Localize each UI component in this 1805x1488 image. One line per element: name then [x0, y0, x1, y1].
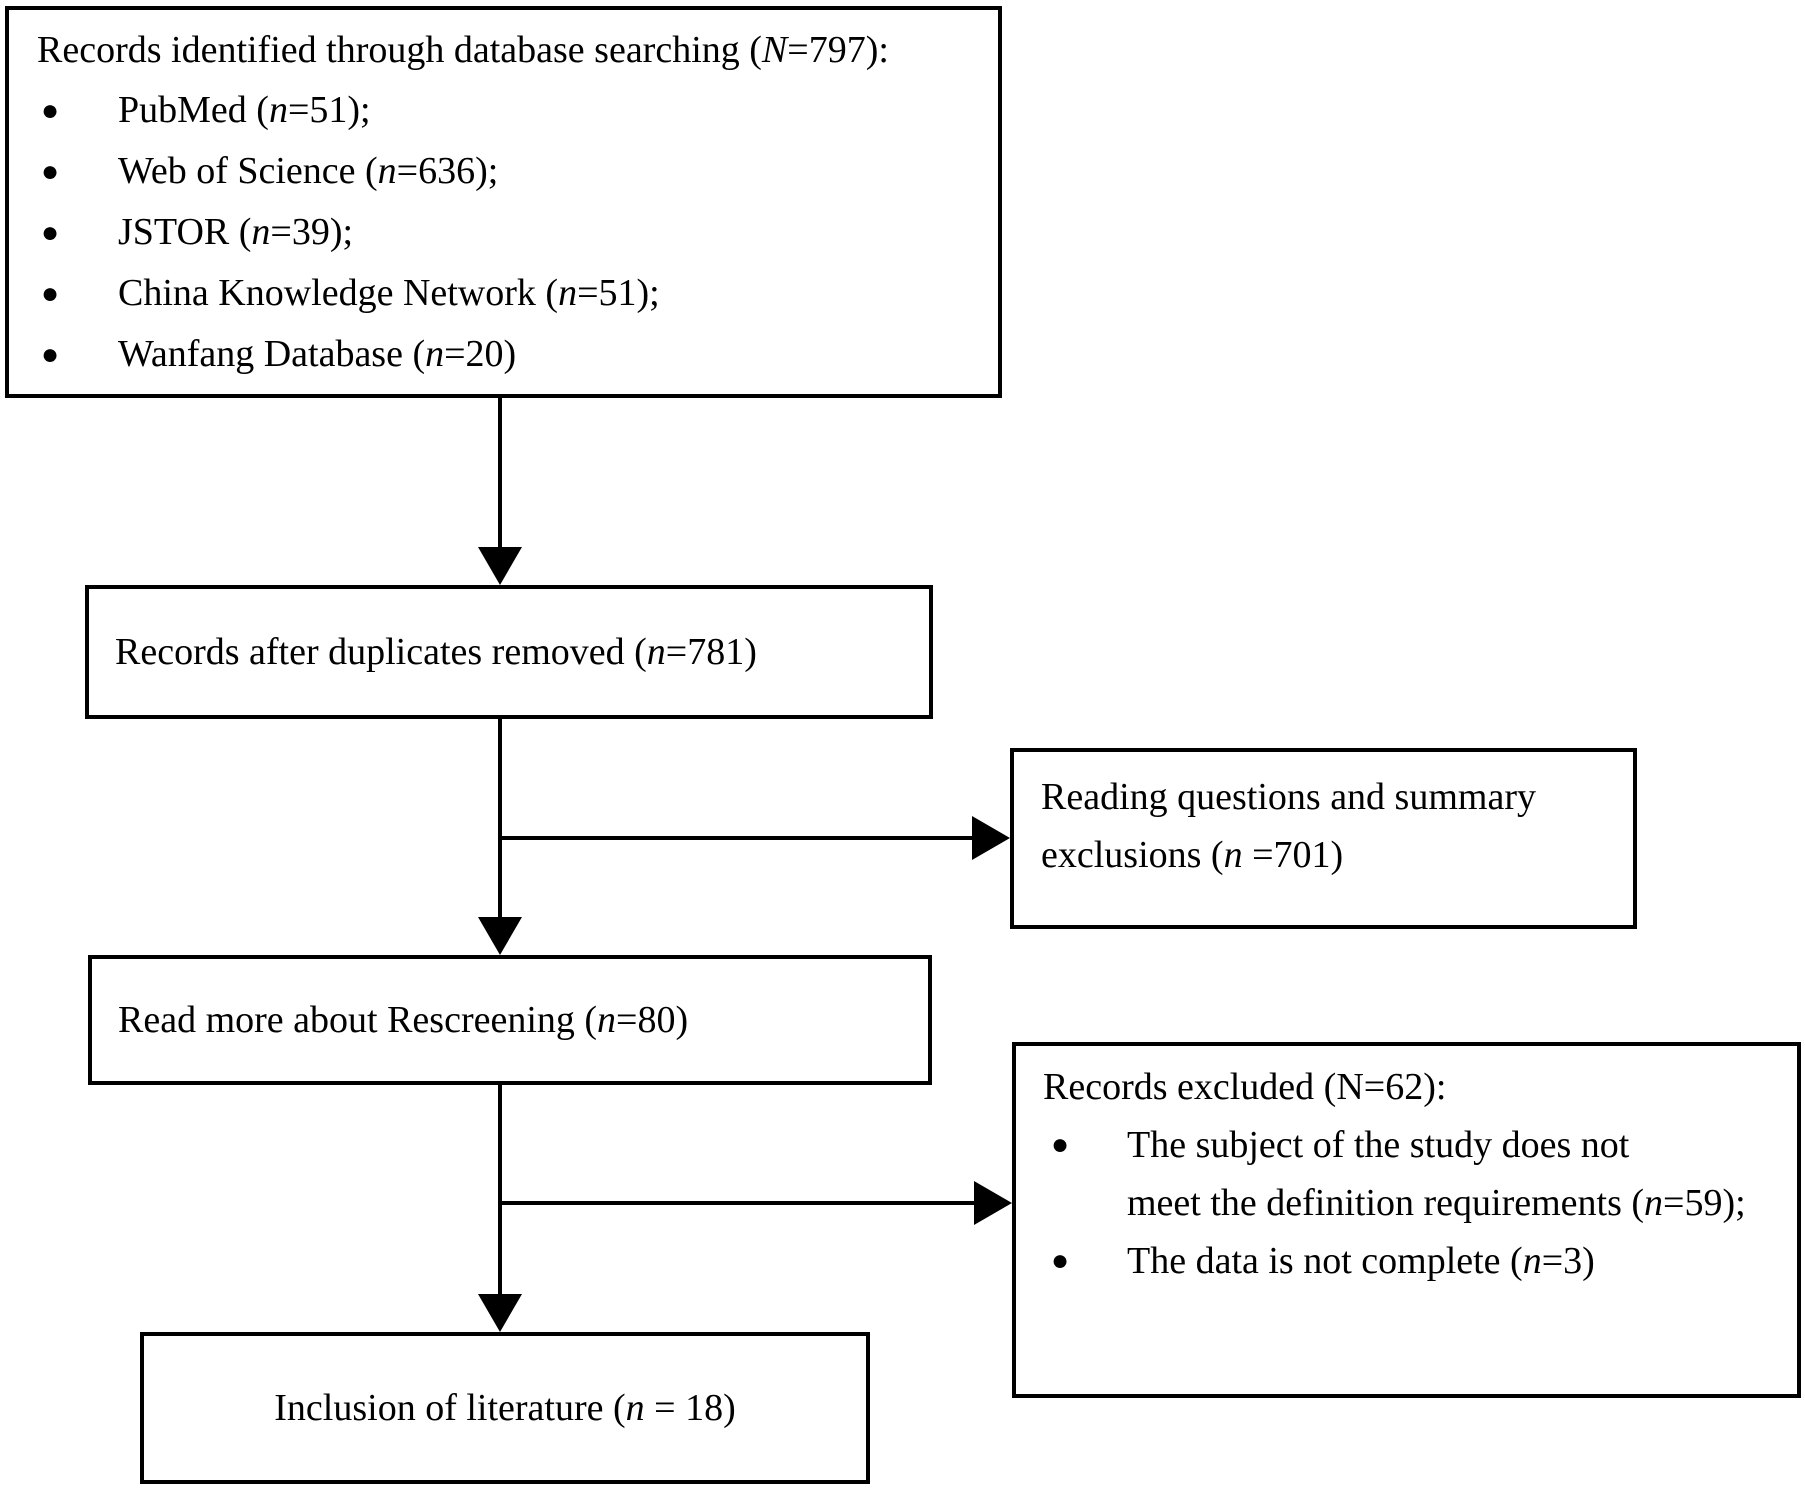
- arrow-right-icon: [972, 816, 1010, 860]
- rescreening-label: Read more about Rescreening (n=80): [118, 999, 689, 1041]
- list-item-label: JSTOR (n=39);: [118, 211, 354, 253]
- bullet-icon: ●: [41, 277, 60, 310]
- list-item-label: Wanfang Database (n=20): [118, 333, 517, 375]
- list-item-label: The data is not complete (n=3): [1127, 1240, 1595, 1282]
- box-duplicates-removed: Records after duplicates removed (n=781): [85, 585, 933, 719]
- connector-line-duplicates-to-rescreening: [498, 719, 502, 917]
- box-rescreening: Read more about Rescreening (n=80): [88, 955, 932, 1085]
- list-item-web-of-science: ● Web of Science (n=636);: [37, 141, 980, 202]
- bullet-icon: ●: [1051, 1128, 1070, 1161]
- list-item-data-incomplete: ● The data is not complete (n=3): [1043, 1232, 1779, 1290]
- records-identified-title: Records identified through database sear…: [37, 29, 889, 71]
- bullet-icon: ●: [1051, 1244, 1070, 1277]
- connector-line-rescreening-to-inclusion: [498, 1084, 502, 1294]
- list-item-wanfang: ● Wanfang Database (n=20): [37, 324, 980, 385]
- list-item-jstor: ● JSTOR (n=39);: [37, 202, 980, 263]
- connector-line-to-reading-exclusions: [498, 836, 972, 840]
- list-item-label: Web of Science (n=636);: [118, 150, 499, 192]
- list-item-label: PubMed (n=51);: [118, 89, 371, 131]
- bullet-icon: ●: [41, 155, 60, 188]
- database-list: ● PubMed (n=51); ● Web of Science (n=636…: [37, 80, 980, 385]
- arrow-down-icon: [478, 547, 522, 585]
- list-item-pubmed: ● PubMed (n=51);: [37, 80, 980, 141]
- arrow-right-icon: [974, 1181, 1012, 1225]
- list-item-china-knowledge-network: ● China Knowledge Network (n=51);: [37, 263, 980, 324]
- arrow-down-icon: [478, 1294, 522, 1332]
- connector-line-to-records-excluded: [498, 1201, 974, 1205]
- box-records-identified: Records identified through database sear…: [5, 6, 1002, 398]
- bullet-icon: ●: [41, 216, 60, 249]
- box-records-excluded: Records excluded (N=62): ● The subject o…: [1012, 1042, 1801, 1398]
- connector-line-identification-to-duplicates: [498, 396, 502, 547]
- bullet-icon: ●: [41, 338, 60, 371]
- duplicates-removed-label: Records after duplicates removed (n=781): [115, 631, 757, 673]
- inclusion-label: Inclusion of literature (n = 18): [274, 1387, 736, 1429]
- list-item-label: China Knowledge Network (n=51);: [118, 272, 660, 314]
- box-inclusion-of-literature: Inclusion of literature (n = 18): [140, 1332, 870, 1484]
- records-excluded-title: Records excluded (N=62):: [1043, 1066, 1447, 1108]
- arrow-down-icon: [478, 917, 522, 955]
- bullet-icon: ●: [41, 94, 60, 127]
